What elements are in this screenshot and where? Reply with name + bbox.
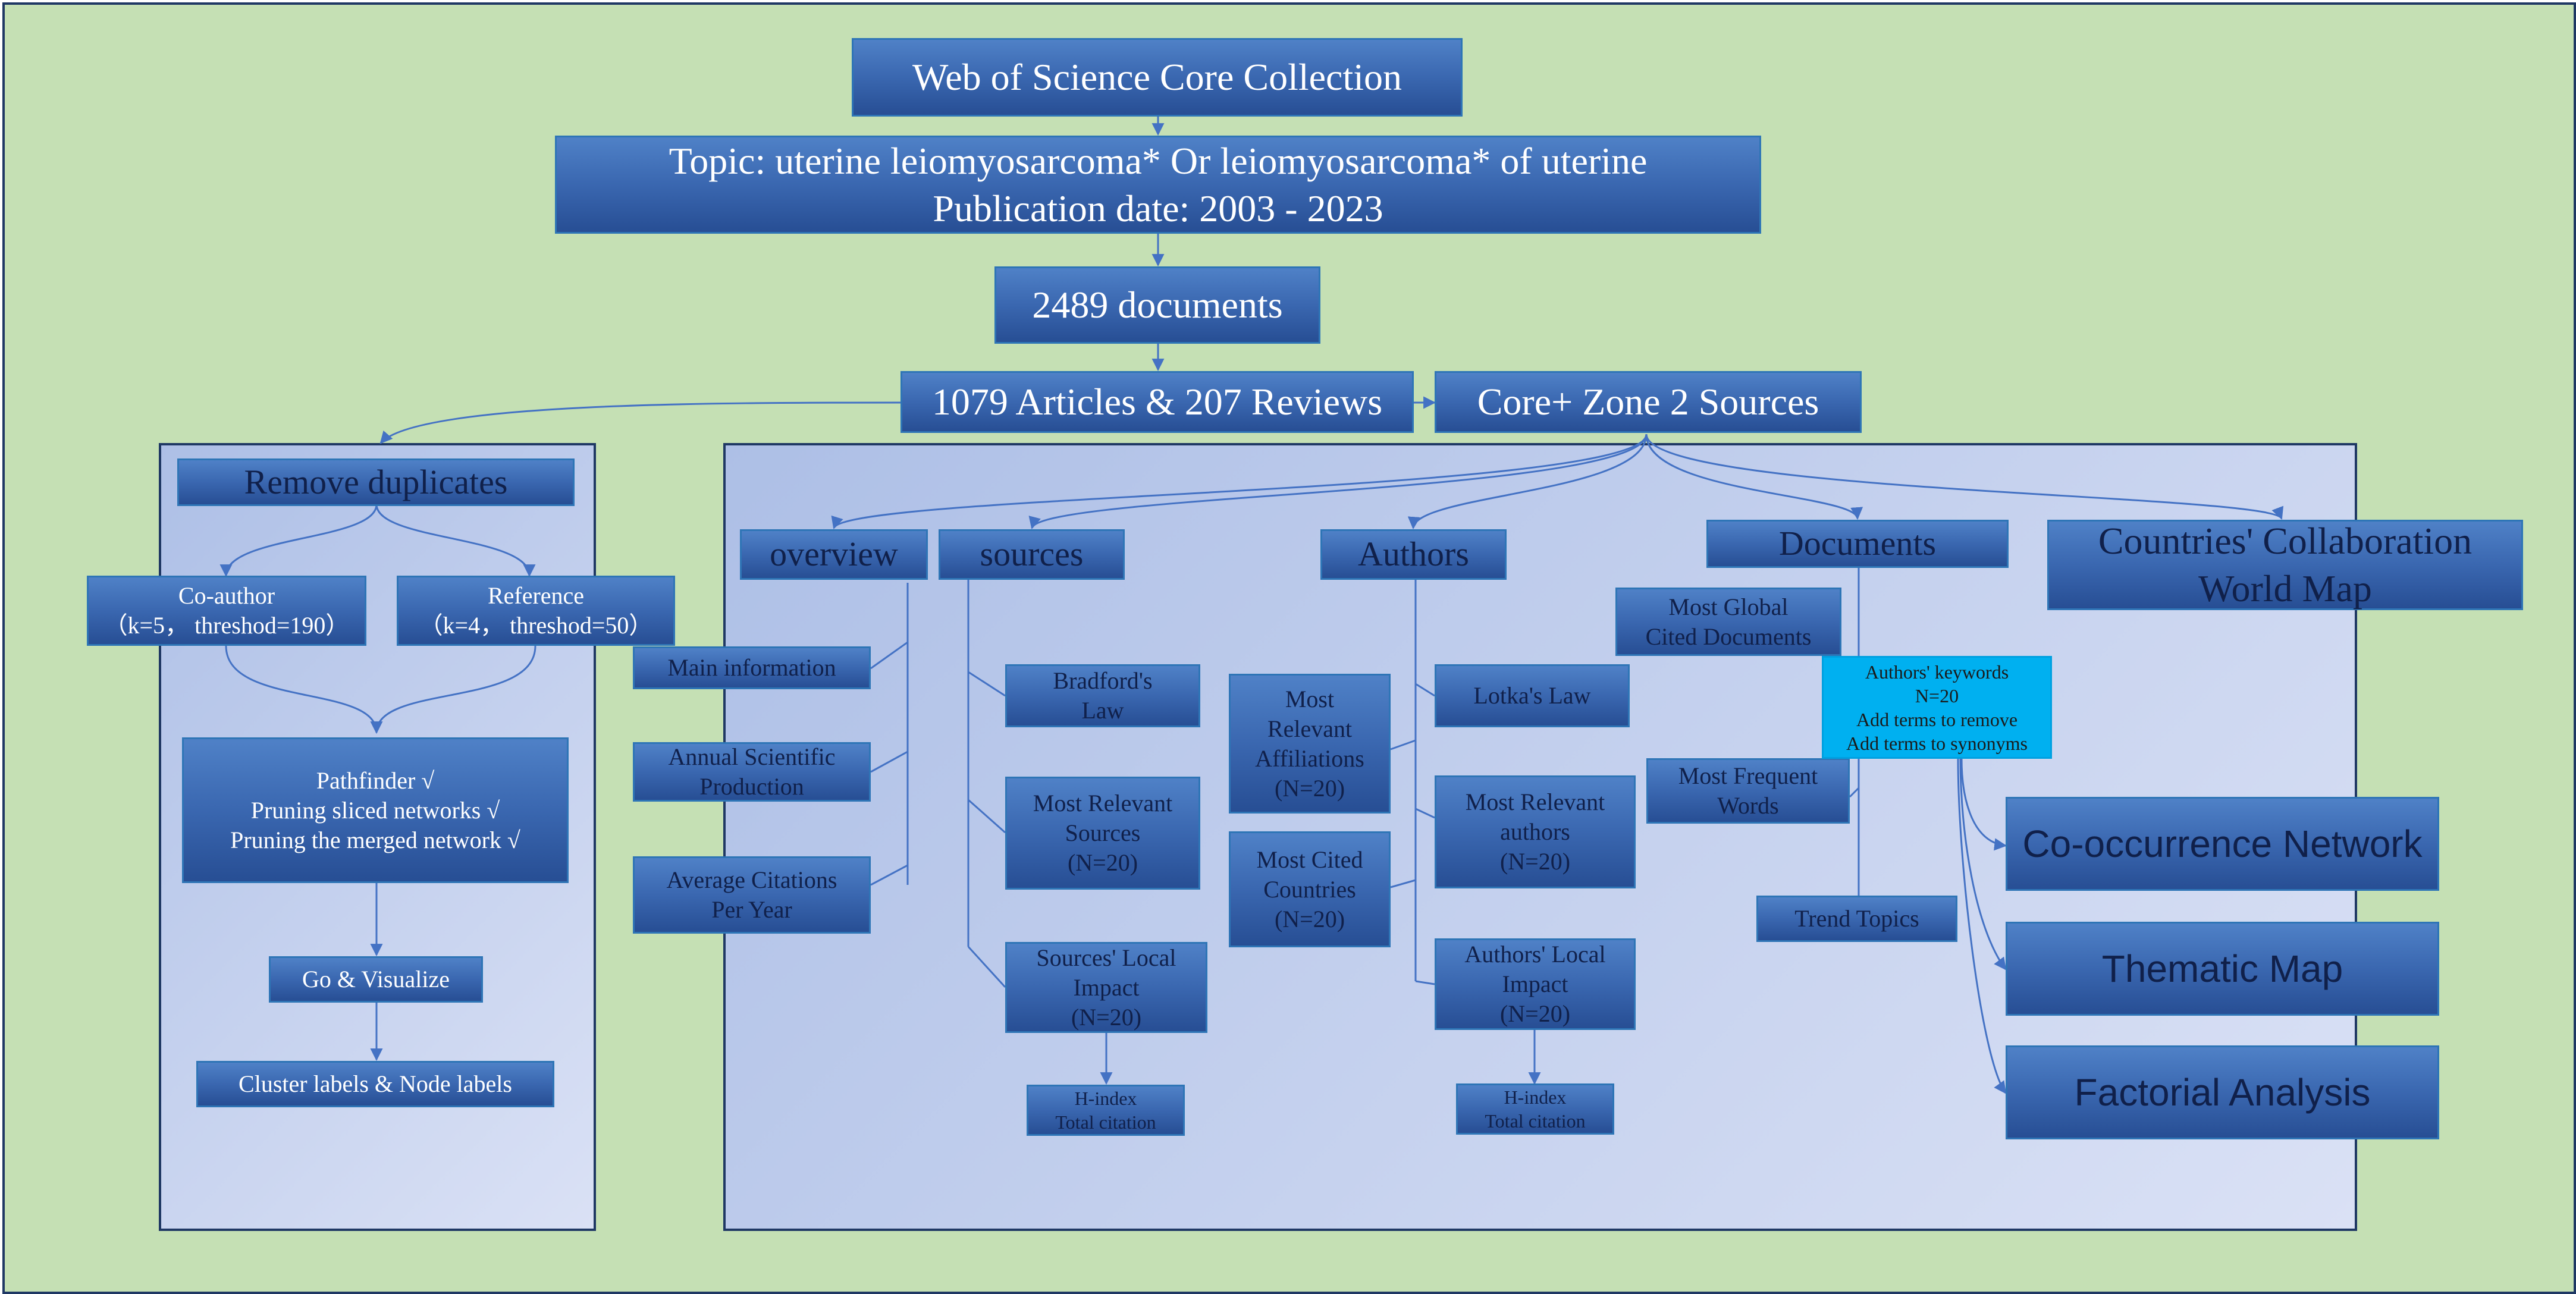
- articles-reviews-box: 1079 Articles & 207 Reviews: [900, 371, 1414, 433]
- arrow-core-overview: [832, 434, 1648, 529]
- line-authors-impact: [1415, 980, 1435, 985]
- most-relevant-authors-box: Most Relevant authors (N=20): [1435, 775, 1636, 888]
- reference-box: Reference （k=4， threshod=50）: [397, 576, 675, 646]
- arrow-keywords-thematic: [1959, 758, 2007, 971]
- line-documents-words: [1849, 787, 1860, 798]
- line-overview-item2: [870, 750, 908, 773]
- documents-count-box: 2489 documents: [994, 266, 1320, 344]
- average-citations-box: Average Citations Per Year: [633, 856, 871, 934]
- arrow-core-authors: [1407, 434, 1648, 530]
- annual-production-box: Annual Scientific Production: [633, 742, 871, 802]
- trend-topics-box: Trend Topics: [1756, 896, 1957, 942]
- arrow-core-documents: [1645, 434, 1863, 520]
- main-information-box: Main information: [633, 646, 871, 689]
- line-overview-item3: [870, 864, 908, 886]
- thematic-map-box: Thematic Map: [2006, 922, 2439, 1016]
- arrow-articles-remove: [379, 401, 901, 444]
- line-authors-countries: [1390, 879, 1416, 888]
- authors-hindex-box: H-index Total citation: [1456, 1083, 1614, 1135]
- most-global-cited-box: Most Global Cited Documents: [1615, 588, 1841, 656]
- authors-keywords-box: Authors' keywords N=20 Add terms to remo…: [1822, 656, 2052, 759]
- remove-duplicates-box: Remove duplicates: [177, 458, 575, 506]
- arrow-reference-pruning: [375, 645, 536, 733]
- arrow-keywords-cooccurrence: [1960, 758, 2007, 851]
- line-sources-item2: [968, 799, 1006, 834]
- countries-collaboration-box: Countries' Collaboration World Map: [2047, 520, 2523, 610]
- cluster-labels-box: Cluster labels & Node labels: [196, 1061, 554, 1107]
- line-sources-item3: [967, 946, 1006, 988]
- sources-local-impact-box: Sources' Local Impact (N=20): [1005, 942, 1207, 1033]
- most-relevant-affiliations-box: Most Relevant Affiliations (N=20): [1229, 674, 1391, 814]
- go-visualize-box: Go & Visualize: [269, 956, 483, 1003]
- bradford-law-box: Bradford's Law: [1005, 664, 1200, 727]
- topic-box: Topic: uterine leiomyosarcoma* Or leiomy…: [555, 136, 1761, 234]
- sources-hindex-box: H-index Total citation: [1027, 1085, 1185, 1136]
- factorial-analysis-box: Factorial Analysis: [2006, 1045, 2439, 1139]
- arrow-core-countries: [1645, 434, 2283, 520]
- documents-box: Documents: [1706, 520, 2009, 568]
- line-overview-item1: [870, 641, 908, 670]
- arrow-remove-reference: [375, 504, 536, 577]
- wos-box: Web of Science Core Collection: [852, 38, 1463, 117]
- arrow-core-sources: [1028, 434, 1648, 530]
- pruning-box: Pathfinder √ Pruning sliced networks √ P…: [182, 737, 569, 883]
- overview-box: overview: [740, 529, 928, 580]
- arrow-coauthor-pruning: [225, 645, 383, 734]
- cooccurrence-network-box: Co-occurrence Network: [2006, 797, 2439, 891]
- most-relevant-sources-box: Most Relevant Sources (N=20): [1005, 777, 1200, 890]
- core-zone-box: Core+ Zone 2 Sources: [1435, 371, 1862, 433]
- line-authors-relevant: [1415, 808, 1435, 819]
- coauthor-box: Co-author （k=5， threshod=190）: [87, 576, 366, 646]
- most-frequent-words-box: Most Frequent Words: [1646, 758, 1850, 824]
- authors-box: Authors: [1320, 529, 1507, 580]
- lotkas-law-box: Lotka's Law: [1435, 664, 1630, 727]
- authors-local-impact-box: Authors' Local Impact (N=20): [1435, 938, 1636, 1030]
- sources-box: sources: [939, 529, 1125, 580]
- most-cited-countries-box: Most Cited Countries (N=20): [1229, 831, 1391, 947]
- line-authors-affil: [1390, 739, 1416, 750]
- arrow-keywords-factorial: [1957, 758, 2007, 1094]
- line-authors-lotka: [1415, 683, 1435, 697]
- line-sources-item1: [968, 671, 1006, 697]
- arrow-remove-coauthor: [219, 504, 378, 577]
